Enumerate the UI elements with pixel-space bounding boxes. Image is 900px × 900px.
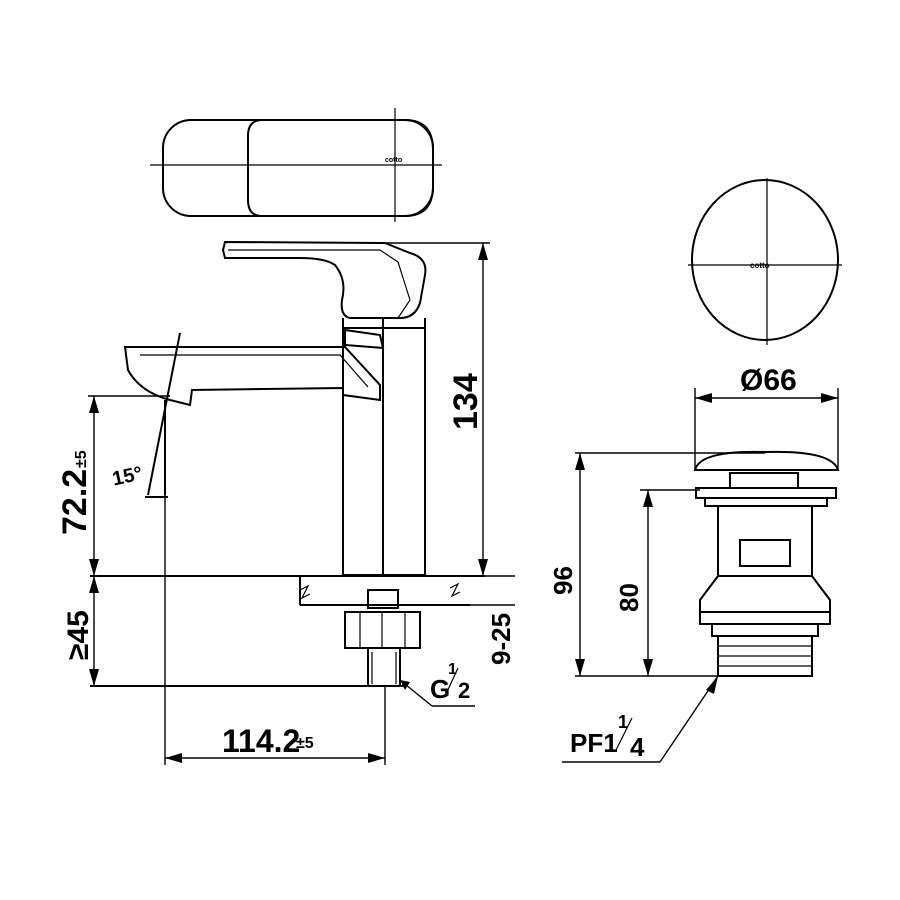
thread-g-num: 1 (448, 661, 457, 678)
drain-side-view (693, 450, 840, 677)
spout-height-tol: ±5 (73, 450, 90, 468)
faucet-top-view: cotto (150, 108, 442, 222)
faucet-top-logo: cotto (385, 157, 402, 164)
thread-g-den: 2 (458, 678, 470, 703)
thread-g-label: G (430, 674, 450, 704)
height-134-label: 134 (447, 373, 485, 430)
spout-height-label: 72.2 (56, 469, 94, 535)
deck-min-label: ≥45 (62, 610, 95, 660)
spout-angle-label: 15° (110, 463, 144, 491)
drain-thread-num: 1 (618, 712, 628, 732)
drain-dimensions: Ø66 96 80 PF1 1 4 (548, 364, 839, 763)
drain-height-body: 80 (614, 583, 644, 612)
faucet-side-view: 15° (90, 240, 485, 687)
drain-top-view: cotto (688, 178, 842, 345)
drain-height-total: 96 (548, 566, 578, 595)
deck-range-label: 9-25 (486, 613, 516, 665)
drain-thread-label: PF1 (570, 728, 618, 758)
reach-label: 114.2 (222, 723, 300, 759)
reach-tol: ±5 (296, 735, 314, 752)
drain-thread-den: 4 (630, 732, 645, 762)
drain-diameter-label: Ø66 (740, 364, 797, 397)
faucet-dimensions: 134 72.2 ±5 ≥45 9-25 G 1 2 114.2 ±5 (56, 242, 516, 765)
drain-top-logo: cotto (750, 261, 770, 270)
